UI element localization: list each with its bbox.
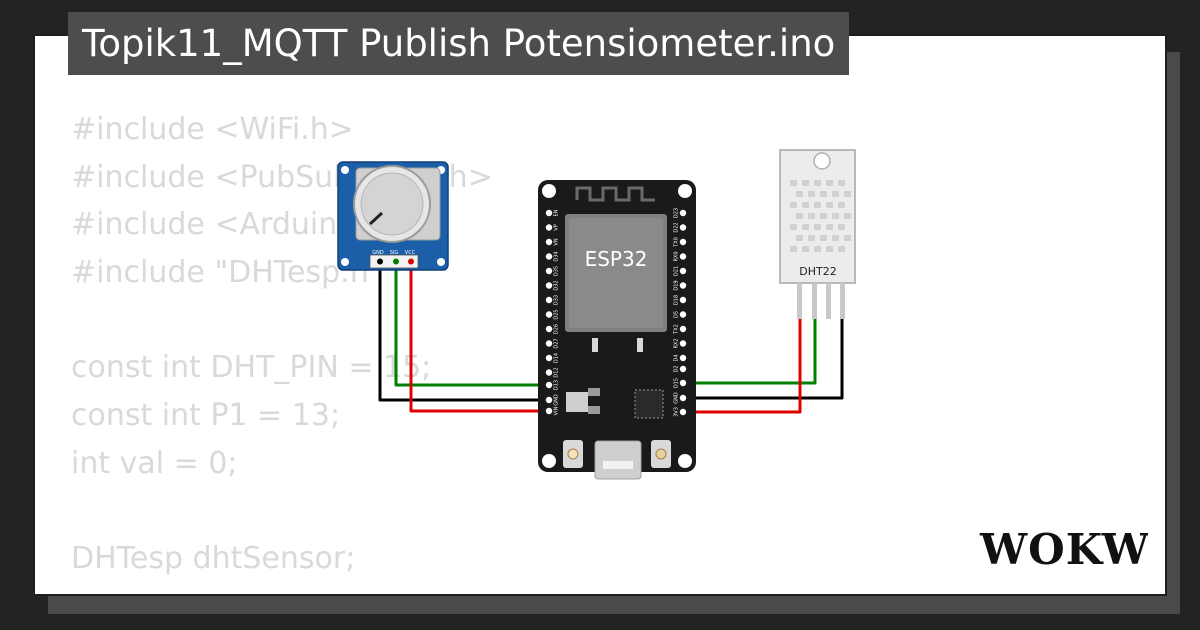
esp32-pin-label: D2 <box>674 365 680 372</box>
esp32-pin-label: D5 <box>674 311 680 318</box>
esp32-pin-label: GND <box>674 392 680 404</box>
esp32-label: ESP32 <box>585 247 648 271</box>
esp32-pin-label: D14 <box>554 353 560 363</box>
dht22-grille-hole <box>838 224 845 230</box>
wokwi-logo-text: WOKWi <box>979 525 1148 574</box>
dht22-grille-hole <box>802 180 809 186</box>
dht22-grille-hole <box>826 224 833 230</box>
dht22-grille-hole <box>844 213 851 219</box>
esp32-pin-label: D33 <box>554 295 560 305</box>
code-line: const int DHT_PIN = 15; <box>71 350 432 386</box>
wire-pot-gnd <box>378 262 549 402</box>
esp32-pin-label: TX2 <box>674 324 680 335</box>
esp32-pin-label: D12 <box>554 367 560 377</box>
esp32-pin-label: D27 <box>554 338 560 348</box>
dht22-label: DHT22 <box>799 265 836 278</box>
esp32-right-pins <box>679 209 687 416</box>
wokwi-logo: WOKWi <box>979 525 1148 574</box>
dht22-grille-hole <box>844 191 851 197</box>
esp32-pin-label: D22 <box>674 222 680 232</box>
dht22-grille-hole <box>814 202 821 208</box>
dht22-grille-hole <box>820 191 827 197</box>
esp32-pin-label: D32 <box>554 280 560 290</box>
esp32-pin-label: D15 <box>674 378 680 388</box>
knob-indicator <box>368 211 384 226</box>
esp32-pin-label: EN <box>554 209 560 216</box>
dht22-grille-hole <box>808 191 815 197</box>
esp32-left-pin-labels: EN VP VN D34D35D32D33D25D26D27D14D12D13GNDV… <box>554 209 560 415</box>
code-line: int val = 0; <box>71 445 238 481</box>
dht22-grille-hole <box>808 213 815 219</box>
dht22-grille-hole <box>814 224 821 230</box>
dht22-grille-hole <box>796 235 803 241</box>
esp32-pin-label: D25 <box>554 309 560 319</box>
pot-pin-label: SIG <box>390 250 399 256</box>
wire-pot-sig <box>394 262 549 387</box>
dht22-grille-hole <box>838 246 845 252</box>
esp32-pin-label: VIN <box>554 406 560 415</box>
dht22-grille-hole <box>796 191 803 197</box>
dht22-grille-hole <box>814 180 821 186</box>
dht22-grille-hole <box>790 246 797 252</box>
wire-dht-gnd <box>683 318 844 400</box>
esp32-pin-label: 3V3 <box>674 407 680 417</box>
wire-pot-vcc <box>409 262 549 413</box>
esp32-pin-label: RX2 <box>674 338 680 348</box>
dht22-grille-hole <box>832 235 839 241</box>
esp32-pin-label: D34 <box>554 251 560 261</box>
dht22-grille-hole <box>832 191 839 197</box>
code-line: DHTesp dhtSensor; <box>71 541 356 577</box>
esp32-pin-label: GND <box>554 394 560 406</box>
dht22-grille-hole <box>808 235 815 241</box>
dht22-grille-hole <box>844 235 851 241</box>
code-line: const int P1 = 13; <box>71 398 341 434</box>
esp32-pin-label: VN <box>554 238 560 245</box>
pot-pin-label: GND <box>372 250 384 256</box>
wires <box>378 262 844 414</box>
dht22-grille-hole <box>790 202 797 208</box>
wire-dht-vcc <box>683 318 802 414</box>
esp32-left-pins <box>545 209 553 415</box>
wire-dht-data <box>683 318 817 385</box>
esp32-pin-label: RX0 <box>674 251 680 261</box>
esp32-pin-label: TX0 <box>674 237 680 248</box>
dht22-grille-hole <box>790 180 797 186</box>
dht22-grille-hole <box>820 213 827 219</box>
dht22-grille-hole <box>790 224 797 230</box>
esp32-pin-label: D23 <box>674 208 680 218</box>
potentiometer: GND SIG VCC <box>337 161 449 271</box>
code-line: #include <WiFi.h> <box>71 112 354 147</box>
pot-pin-label: VCC <box>405 250 416 256</box>
dht22-grille-hole <box>820 235 827 241</box>
dht22-sensor: DHT22 <box>779 149 856 319</box>
dht22-grille-hole <box>838 180 845 186</box>
dht22-grille-hole <box>826 202 833 208</box>
esp32-pin-label: D4 <box>674 354 680 361</box>
dht22-grille-hole <box>832 213 839 219</box>
dht22-grille-hole <box>826 180 833 186</box>
esp32-pin-label: VP <box>554 224 560 230</box>
project-title: Topik11_MQTT Publish Potensiometer.ino <box>68 12 850 75</box>
dht22-grille-hole <box>802 202 809 208</box>
dht22-grille-hole <box>796 213 803 219</box>
esp32-pin-label: D13 <box>554 380 560 390</box>
dht22-grille-hole <box>802 246 809 252</box>
esp32-pin-label: D19 <box>674 280 680 290</box>
esp32-pin-label: D18 <box>674 295 680 305</box>
dht22-grille-hole <box>838 202 845 208</box>
esp32-pin-label: D26 <box>554 324 560 334</box>
dht22-grille-hole <box>826 246 833 252</box>
dht22-grille-hole <box>802 224 809 230</box>
esp32-pin-label: D35 <box>554 266 560 276</box>
esp32-pin-label: D21 <box>674 266 680 276</box>
dht22-grille-hole <box>814 246 821 252</box>
